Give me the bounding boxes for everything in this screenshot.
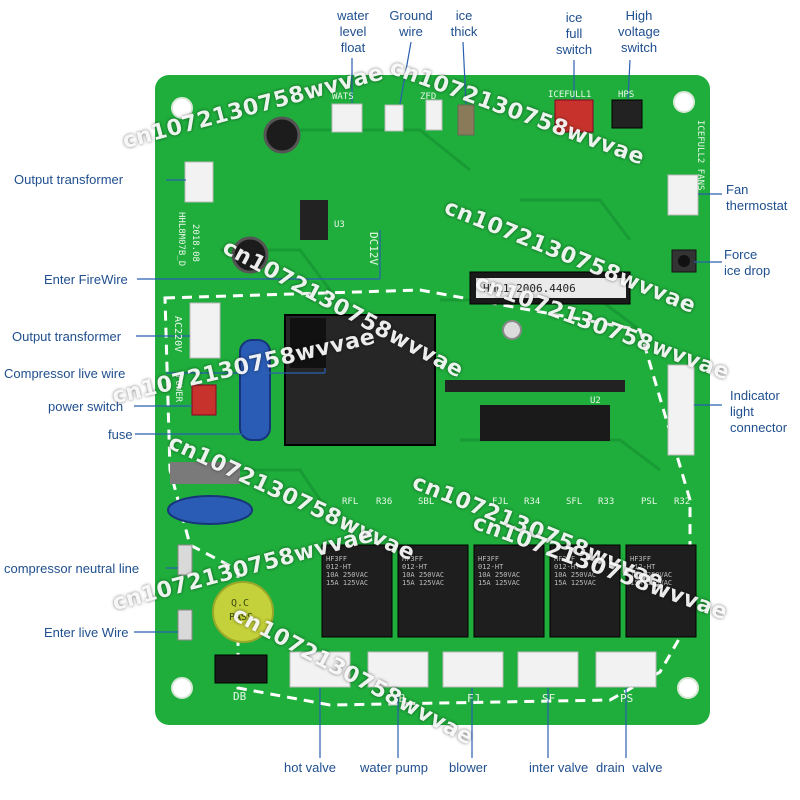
hps-connector [611, 99, 643, 129]
inter-valve-connector [517, 651, 579, 688]
relay-bank [321, 544, 697, 638]
power-switch [191, 384, 217, 416]
blower-connector [442, 651, 504, 688]
silk-sbl: SBL [418, 497, 435, 507]
label-high-voltage-switch: High voltage switch [618, 8, 660, 55]
label-water-pump: water pump [360, 760, 428, 775]
chip-label: HHL1.2006.4406 [483, 282, 576, 295]
silk-zfd: ZFD [420, 92, 437, 102]
mount-hole [171, 677, 193, 699]
wats-connector [331, 103, 363, 133]
chip-label-plate [476, 278, 626, 298]
zfd-connector-right [425, 99, 443, 131]
fuse [239, 339, 271, 441]
label-power-switch: power switch [48, 399, 124, 414]
hot-valve-connector [289, 651, 351, 688]
silk-rfl: RFL [342, 497, 359, 507]
relay-text: HF3FF 012-HT 10A 250VAC 15A 125VAC [478, 555, 521, 587]
silk-u2: U2 [590, 396, 601, 406]
silk-r36: R36 [376, 497, 393, 507]
relay-text: HF3FF 012-HT 10A 250VAC 15A 125VAC [554, 555, 597, 587]
qc-text: Q.C [231, 598, 250, 609]
mount-hole [673, 91, 695, 113]
main-relay-terminal [290, 318, 326, 368]
force-ice-button-cap [678, 255, 690, 267]
capacitor [263, 116, 301, 154]
ice-thick-sensor [457, 104, 475, 136]
silk-psl: PSL [641, 497, 658, 507]
silk-r32: R32 [674, 497, 691, 507]
silk-ac220v: AC220V [172, 316, 183, 353]
label-compressor-live-wire: Compressor live wire [4, 366, 126, 381]
indicator-light-connector [667, 364, 695, 456]
label-force-ice-drop: Force ice drop [724, 247, 771, 278]
relay-rf [321, 544, 393, 638]
mount-hole [171, 97, 193, 119]
label-drain-valve: drain valve [596, 760, 663, 775]
relay-text: HF3FF 012-HT 10A 250VAC 15A 125VAC [402, 555, 445, 587]
label-output-transformer-2: Output transformer [12, 329, 122, 344]
relay-sf [549, 544, 621, 638]
silk-fj: FJ [467, 692, 481, 705]
label-enter-live-wire: Enter live Wire [44, 625, 129, 640]
silk-sfl: SFL [566, 497, 583, 507]
water-pump-connector [367, 651, 429, 688]
header-strip [445, 380, 625, 392]
silk-icefull2-fans: ICEFULL2 FANS [695, 120, 705, 191]
relay-sb [397, 544, 469, 638]
silk-db: DB [233, 690, 247, 703]
label-ice-thick: ice thick [450, 8, 478, 39]
silk-wats: WATS [332, 92, 354, 102]
silk-r33: R33 [598, 497, 615, 507]
silk-hps: HPS [618, 90, 635, 100]
driver-chip-u2 [480, 405, 610, 441]
silk-sb: SB [392, 692, 406, 705]
relay-fj [473, 544, 545, 638]
db-terminal [214, 654, 268, 684]
silk-model: HHL8M07B_D [176, 212, 186, 267]
enter-live-terminal [177, 609, 193, 641]
pass-text: PASS [229, 612, 254, 623]
label-compressor-neutral-line: compressor neutral line [4, 561, 140, 576]
label-inter-valve: inter valve [529, 760, 589, 775]
mount-hole [677, 677, 699, 699]
label-fan-thermostat: Fan thermostat [726, 182, 788, 213]
silk-ps: PS [620, 692, 634, 705]
label-indicator-light-connector: Indicator light connector [730, 388, 788, 435]
high-voltage-zone-outline [163, 288, 692, 707]
qc-pass-sticker [212, 581, 274, 643]
leader-lines [134, 41, 722, 758]
thermistor [170, 462, 240, 484]
compressor-neutral-terminal [177, 544, 193, 576]
label-fuse: fuse [108, 427, 133, 442]
varistor [167, 495, 253, 525]
output-transformer-connector-2 [189, 302, 221, 359]
label-ice-full-switch: ice full switch [555, 10, 593, 57]
capacitor-small [502, 320, 522, 340]
label-blower: blower [449, 760, 488, 775]
label-water-level-float: water level float [337, 8, 369, 55]
silk-icefull: ICEFULL1 [548, 90, 592, 100]
silk-sf: SF [542, 692, 556, 705]
drain-valve-connector [595, 651, 657, 688]
label-output-transformer-1: Output transformer [14, 172, 124, 187]
silk-u3: U3 [334, 220, 345, 230]
silk-r34: R34 [524, 497, 541, 507]
relay-text: HF3FF 012-HT 10A 250VAC 15A 125VAC [630, 555, 673, 587]
capacitor [231, 236, 269, 274]
output-transformer-connector-1 [184, 161, 214, 203]
fan-thermostat-connector [667, 174, 699, 216]
silk-date: 2018.08 [190, 224, 200, 262]
label-hot-valve: hot valve [284, 760, 337, 775]
regulator-u3 [300, 200, 328, 240]
zfd-connector-left [384, 104, 404, 132]
silk-fjl: FJL [492, 497, 509, 507]
relay-text: HF3FF 012-HT 10A 250VAC 15A 125VAC [326, 555, 369, 587]
label-enter-firewire: Enter FireWire [44, 272, 128, 287]
icefull-connector [554, 99, 594, 133]
relay-ps [625, 544, 697, 638]
label-ground-wire: Ground wire [389, 8, 433, 39]
silk-dc12v: DC12V [367, 232, 380, 266]
